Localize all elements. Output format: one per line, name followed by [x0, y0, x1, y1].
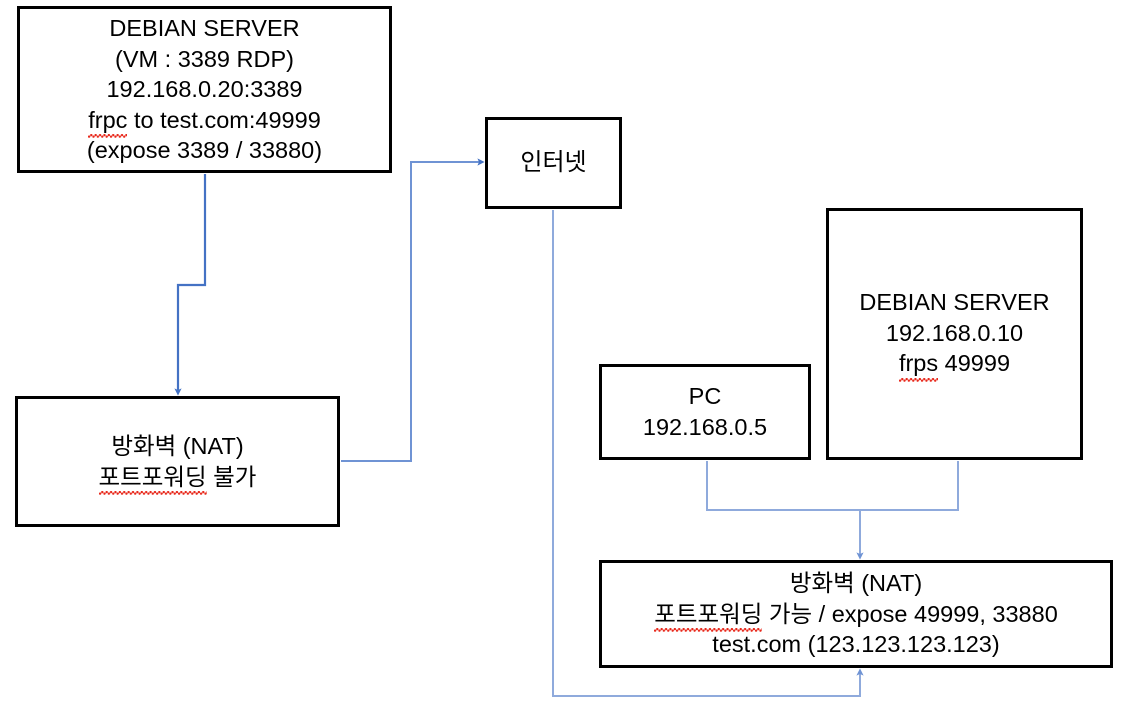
firewall-right-line-2-rest: 가능 / expose 49999, 33880	[762, 600, 1058, 627]
firewall-right-line-3: test.com (123.123.123.123)	[712, 631, 1000, 658]
debian-vm-line-1: DEBIAN SERVER	[109, 15, 300, 42]
connector-vm-to-firewall-left	[174, 174, 207, 396]
debian-vm-line-5: (expose 3389 / 33880)	[86, 137, 323, 164]
firewall-nat-no-portforward-box[interactable]: 방화벽 (NAT) 포트포워딩 불가	[15, 396, 340, 527]
misspelled-frps: frps	[898, 348, 939, 382]
debian-frps-line-1: DEBIAN SERVER	[859, 289, 1050, 315]
firewall-nat-portforward-ok-box[interactable]: 방화벽 (NAT) 포트포워딩 가능 / expose 49999, 33880…	[599, 560, 1113, 668]
misspelled-frpc: frpc	[88, 105, 128, 138]
pc-line-2: 192.168.0.5	[642, 414, 768, 440]
connector-frps-to-firewall-right	[856, 461, 959, 560]
firewall-right-line-1: 방화벽 (NAT)	[789, 570, 923, 597]
internet-label: 인터넷	[520, 149, 587, 177]
connector-pc-to-firewall-right	[706, 461, 860, 511]
firewall-left-line-2-rest: 불가	[206, 463, 257, 490]
connector-firewall-left-to-internet	[341, 158, 485, 462]
internet-box[interactable]: 인터넷	[485, 117, 622, 209]
firewall-right-line-2: 포트포워딩 가능 / expose 49999, 33880	[654, 599, 1058, 632]
debian-vm-line-3: 192.168.0.20:3389	[106, 76, 303, 103]
debian-server-vm-box[interactable]: DEBIAN SERVER (VM : 3389 RDP) 192.168.0.…	[17, 6, 392, 173]
misspelled-portforwarding-left: 포트포워딩	[98, 462, 207, 495]
firewall-left-line-1: 방화벽 (NAT)	[111, 432, 244, 459]
firewall-left-line-2: 포트포워딩 불가	[98, 462, 257, 495]
debian-vm-line-4: frpc to test.com:49999	[88, 105, 321, 138]
debian-frps-line-3-rest: 49999	[938, 350, 1011, 377]
pc-line-1: PC	[688, 383, 722, 410]
debian-frps-line-2: 192.168.0.10	[885, 319, 1024, 346]
debian-vm-line-2: (VM : 3389 RDP)	[115, 45, 294, 72]
misspelled-portforwarding-right: 포트포워딩	[654, 599, 763, 632]
pc-box[interactable]: PC 192.168.0.5	[599, 364, 811, 460]
debian-server-frps-box[interactable]: DEBIAN SERVER 192.168.0.10 frps 49999	[826, 208, 1083, 460]
debian-frps-line-3: frps 49999	[898, 348, 1011, 382]
debian-vm-line-4-rest: to test.com:49999	[127, 106, 321, 133]
